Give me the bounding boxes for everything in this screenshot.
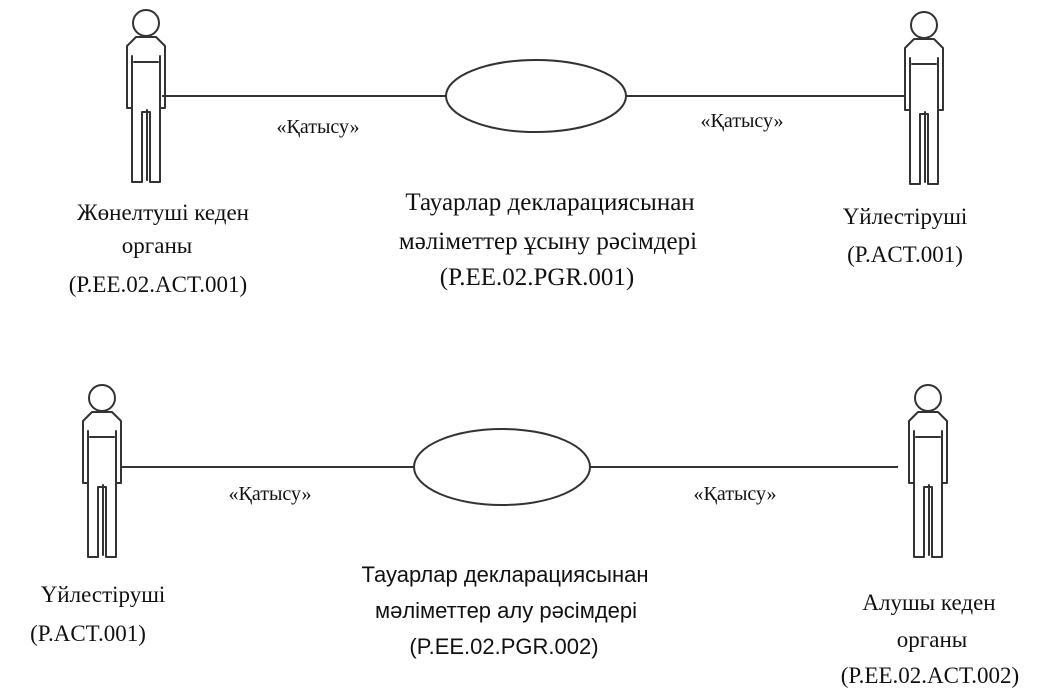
- stereotype-label-left-2: «Қатысу»: [229, 483, 312, 505]
- actor-name: Үйлестіруші: [41, 582, 166, 607]
- use-case-ellipse-2: [413, 428, 591, 506]
- actor-label-sender-customs: Жөнелтуші кеден органы (P.EE.02.ACT.001): [69, 200, 249, 297]
- actor-id: (P.EE.02.ACT.001): [69, 272, 247, 297]
- use-case-ellipse-1: [445, 59, 627, 133]
- use-case-name-line-2: мәліметтер ұсыну рәсімдері: [399, 228, 697, 255]
- use-case-name-line-1: Тауарлар декларациясынан: [362, 562, 649, 587]
- stereotype-label-left-1: «Қатысу»: [277, 116, 360, 138]
- use-case-name-line-2: мәліметтер алу рәсімдері: [375, 598, 637, 623]
- actor-icon-sender-customs: [126, 9, 166, 183]
- actor-name-line-1: Алушы кеден: [862, 590, 995, 615]
- actor-icon-receiver-customs: [908, 384, 948, 558]
- use-case-id: (P.EE.02.PGR.002): [409, 634, 598, 659]
- actor-id: (P.ACT.001): [847, 242, 963, 267]
- actor-label-coordinator-1: Үйлестіруші (P.ACT.001): [843, 204, 968, 267]
- use-case-label-2: Тауарлар декларациясынан мәліметтер алу …: [362, 562, 649, 659]
- stereotype-label-right-1: «Қатысу»: [701, 110, 784, 132]
- use-case-name-line-1: Тауарлар декларациясынан: [405, 189, 694, 216]
- actor-name-line-2: органы: [122, 233, 192, 258]
- use-case-id: (P.EE.02.PGR.001): [440, 264, 634, 291]
- diagram-1: «Қатысу» «Қатысу» Жөнелтуші кеден органы…: [69, 9, 968, 297]
- use-case-label-1: Тауарлар декларациясынан мәліметтер ұсын…: [399, 189, 697, 291]
- actor-id: (P.ACT.001): [30, 621, 146, 646]
- stereotype-label-right-2: «Қатысу»: [694, 483, 777, 505]
- diagram-2: «Қатысу» «Қатысу» Үйлестіруші (P.ACT.001…: [30, 384, 1019, 688]
- actor-label-coordinator-2: Үйлестіруші (P.ACT.001): [30, 582, 165, 646]
- actor-label-receiver-customs: Алушы кеден органы (P.EE.02.ACT.002): [841, 590, 1019, 688]
- actor-icon-coordinator-2: [82, 384, 122, 558]
- actor-name-line-1: Жөнелтуші кеден: [77, 200, 249, 225]
- actor-name-line-2: органы: [897, 627, 967, 652]
- actor-id: (P.EE.02.ACT.002): [841, 663, 1019, 688]
- actor-name: Үйлестіруші: [843, 204, 968, 229]
- actor-icon-coordinator-1: [904, 11, 944, 185]
